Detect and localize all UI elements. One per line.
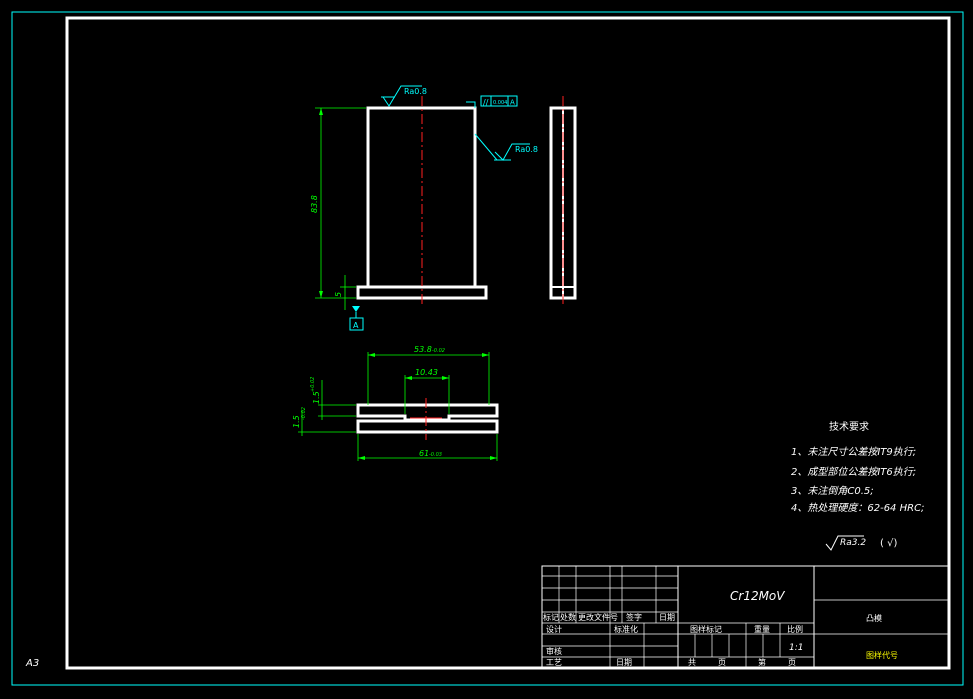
sheet-size-label: A3 <box>25 658 39 669</box>
tb-part-name: 凸模 <box>866 613 882 623</box>
slotdepth-text: 1.5 <box>312 391 321 404</box>
tb-material: Cr12MoV <box>730 589 785 603</box>
parallelism-frame <box>480 95 518 107</box>
bottomwidth-arrow-right <box>490 456 497 460</box>
tb-label-design: 设计 <box>546 624 562 634</box>
other-roughness-text: ( √) <box>880 538 897 549</box>
height-arrow-top <box>319 108 323 115</box>
slot-width-text: 10.43 <box>415 368 438 377</box>
tb-label-review: 审核 <box>546 646 562 656</box>
top-view: 53.8 -0.02 10.43 1.5 +0.02 1.5 -0.02 61 … <box>292 345 499 461</box>
tech-req-item-2: 2、成型部位公差按IT6执行; <box>791 466 916 478</box>
roughness-side-symbol <box>494 143 530 161</box>
slot-arrow-left <box>405 376 412 380</box>
drawing-border <box>65 16 951 670</box>
slot-arrow-right <box>442 376 449 380</box>
tb-weight-label: 重量 <box>754 624 770 634</box>
tech-req-item-3: 3、未注倒角C0.5; <box>791 485 874 497</box>
roughness-side-text: Ra0.8 <box>515 145 538 154</box>
front-view: 83.8 5 A Ra0.8 // 0.004 A Ra0.8 <box>310 85 538 331</box>
tech-req-item-1: 1、未注尺寸公差按IT9执行; <box>791 446 916 458</box>
title-block: 标记 处数 更改文件号 签字 日期 设计 标准化 审核 工艺 日期 Cr12Mo… <box>541 565 950 669</box>
height-arrow-bottom <box>319 291 323 298</box>
tb-label-docno: 更改文件号 <box>578 612 618 622</box>
tb-page-unit-b: 页 <box>788 658 796 667</box>
sheet-outer-frame <box>11 11 964 686</box>
topwidth-arrow-left <box>368 353 375 357</box>
tb-sheet-total: 共 <box>688 658 696 667</box>
parallelism-symbol: // <box>483 98 489 107</box>
tb-drawing-code: 图样代号 <box>866 650 898 660</box>
tech-req-title: 技术要求 <box>829 420 869 433</box>
side-view <box>549 96 577 304</box>
thickness-text: 1.5 <box>292 415 301 428</box>
tb-sheet-no: 第 <box>758 657 766 667</box>
tb-scale-value: 1:1 <box>789 643 803 653</box>
general-roughness-symbol <box>825 535 864 551</box>
roughness-side-leader <box>474 133 498 161</box>
bottomwidth-text: 61 <box>419 449 429 458</box>
topwidth-tol: -0.02 <box>432 348 445 354</box>
thickness-tol: -0.02 <box>301 407 307 420</box>
tb-label-revision: 标记 <box>543 612 559 622</box>
roughness-top-symbol <box>382 85 422 107</box>
datum-label: A <box>353 321 359 330</box>
general-roughness-text: Ra3.2 <box>840 538 866 548</box>
topwidth-text: 53.8 <box>414 345 432 354</box>
bottomwidth-arrow-left <box>358 456 365 460</box>
bottomwidth-tol: -0.03 <box>429 452 442 458</box>
topwidth-arrow-right <box>482 353 489 357</box>
parallelism-datum: A <box>510 99 515 107</box>
tb-label-standardize: 标准化 <box>614 624 638 634</box>
roughness-top-text: Ra0.8 <box>404 87 427 96</box>
tb-scale-label: 比例 <box>787 624 803 634</box>
datum-box <box>349 317 364 331</box>
tb-label-count: 处数 <box>560 612 576 622</box>
tb-page-unit-a: 页 <box>718 658 726 667</box>
top-view-lower-outline <box>356 419 499 434</box>
parallelism-leader <box>466 101 476 108</box>
tb-label-date: 日期 <box>659 613 675 622</box>
height-dim-text: 83.8 <box>310 195 319 213</box>
tb-label-date2: 日期 <box>616 658 632 667</box>
base-dim-text: 5 <box>334 292 343 297</box>
parallelism-value: 0.004 <box>493 100 507 106</box>
datum-triangle <box>352 306 360 312</box>
tech-req-item-4: 4、热处理硬度：62-64 HRC; <box>791 502 924 514</box>
technical-requirements: 技术要求 1、未注尺寸公差按IT9执行; 2、成型部位公差按IT6执行; 3、未… <box>791 420 924 551</box>
tb-label-process: 工艺 <box>546 658 562 667</box>
title-block-frame <box>541 565 950 669</box>
tb-mark-label: 图样标记 <box>690 624 722 634</box>
tb-label-signature: 签字 <box>626 612 642 622</box>
slotdepth-tol: +0.02 <box>310 377 316 392</box>
